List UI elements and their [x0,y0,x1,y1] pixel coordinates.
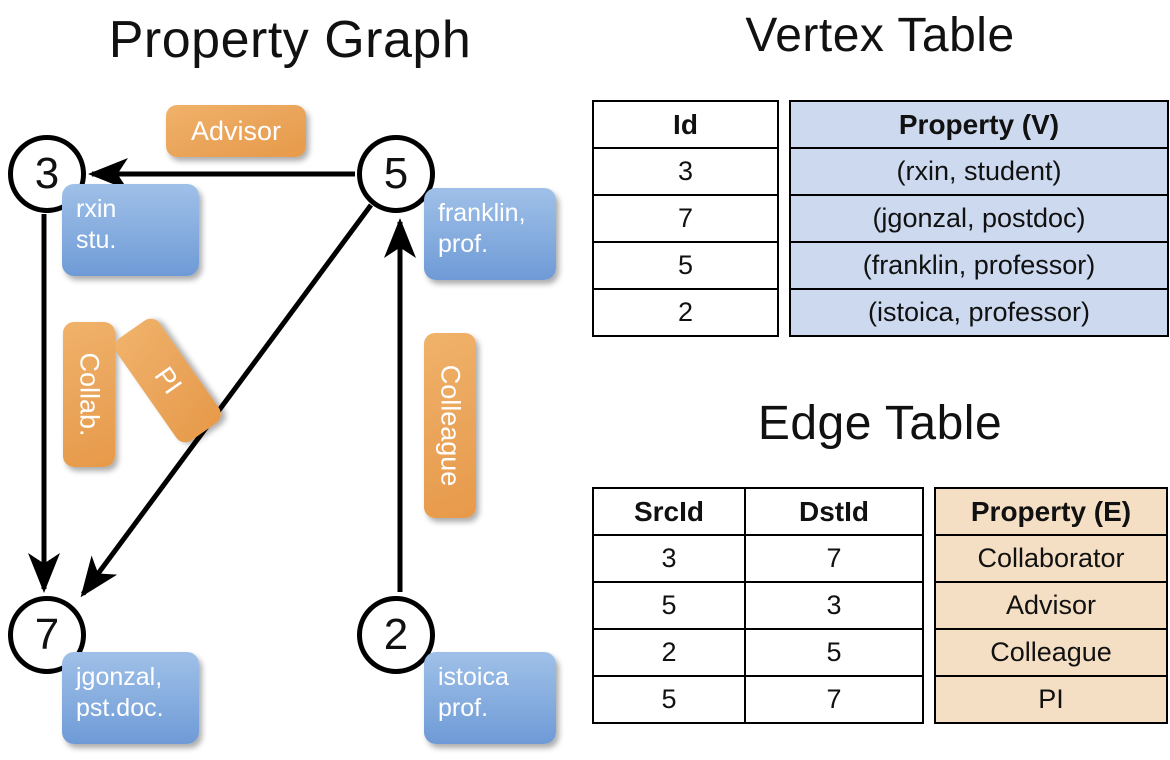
edge-row-0-property: Collaborator [934,534,1168,583]
edge-label-colleague: Colleague [424,333,476,518]
graph-node-7-id: 7 [34,610,60,659]
vertex-label-2-line2: prof. [438,694,489,723]
table-row: 2 (istoica, professor) [592,288,1169,337]
vertex-row-3-gap [778,289,790,336]
vertex-row-0-property: (rxin, student) [789,147,1169,196]
vertex-label-5-line1: franklin, [438,199,526,227]
vertex-row-2-id: 5 [592,241,779,290]
edge-table-header-property: Property (E) [934,487,1168,536]
edge-table-wrapper: SrcId DstId Property (E) 3 7 Collaborato… [592,487,1168,724]
vertex-label-3: rxin stu. [62,184,199,276]
edge-row-2-gap [923,629,935,676]
table-row: 3 7 Collaborator [592,534,1168,583]
edge-row-3-src: 5 [592,675,746,724]
edge-label-pi-text: PI [148,361,189,400]
edge-label-advisor-text: Advisor [190,115,282,146]
vertex-row-1-gap [778,195,790,242]
graph-node-3-id: 3 [34,149,60,198]
edge-row-3-dst: 7 [744,675,924,724]
vertex-table: Id Property (V) 3 (rxin, student) 7 (jgo… [592,100,1169,337]
vertex-row-2-gap [778,242,790,289]
edge-table-header-row: SrcId DstId Property (E) [592,487,1168,536]
vertex-row-1-id: 7 [592,194,779,243]
vertex-table-wrapper: Id Property (V) 3 (rxin, student) 7 (jgo… [592,100,1169,337]
edge-row-0-dst: 7 [744,534,924,583]
vertex-label-7: jgonzal, pst.doc. [62,652,199,744]
edge-row-1-gap [923,582,935,629]
property-graph-diagram: 3 5 7 2 rxin stu. franklin, prof. jgonza… [8,105,556,744]
edge-table-header-dstid: DstId [744,487,924,536]
vertex-row-0-gap [778,148,790,195]
vertex-row-1-property: (jgonzal, postdoc) [789,194,1169,243]
edge-row-1-src: 5 [592,581,746,630]
table-row: 5 (franklin, professor) [592,241,1169,290]
vertex-label-2: istoica prof. [424,652,556,744]
edge-table: SrcId DstId Property (E) 3 7 Collaborato… [592,487,1168,724]
graph-edges-svg [28,158,416,598]
vertex-label-5: franklin, prof. [424,188,556,280]
edge-row-1-dst: 3 [744,581,924,630]
vertex-label-7-line2: pst.doc. [76,694,164,723]
graph-node-2[interactable]: 2 [357,596,435,674]
table-row: 3 (rxin, student) [592,147,1169,196]
page-title-edge-table: Edge Table [757,397,1003,450]
graph-node-5-id: 5 [383,149,409,198]
vertex-row-3-id: 2 [592,288,779,337]
vertex-label-7-line1: jgonzal, [76,663,163,691]
edge-table-header-srcid: SrcId [592,487,746,536]
vertex-row-2-property: (franklin, professor) [789,241,1169,290]
vertex-row-3-property: (istoica, professor) [789,288,1169,337]
vertex-label-3-line2: stu. [76,226,117,255]
vertex-label-2-line1: istoica [438,663,509,691]
edge-row-0-src: 3 [592,534,746,583]
edge-label-advisor: Advisor [166,105,306,157]
table-row: 2 5 Colleague [592,628,1168,677]
edge-row-0-gap [923,535,935,582]
table-row: 5 7 PI [592,675,1168,724]
page-title-vertex-table: Vertex Table [745,9,1015,62]
edge-row-2-dst: 5 [744,628,924,677]
edge-row-1-property: Advisor [934,581,1168,630]
table-row: 5 3 Advisor [592,581,1168,630]
edge-label-colleague-text: Colleague [435,364,466,487]
graph-node-2-id: 2 [383,610,409,659]
vertex-table-header-property: Property (V) [789,100,1169,149]
vertex-row-0-id: 3 [592,147,779,196]
vertex-table-header-id: Id [592,100,779,149]
edge-row-3-gap [923,676,935,723]
edge-label-collab-text: Collab. [74,352,105,437]
edge-row-2-src: 2 [592,628,746,677]
graph-node-5[interactable]: 5 [357,135,435,213]
vertex-label-5-line2: prof. [438,230,489,259]
page-title-property-graph: Property Graph [108,11,472,69]
edge-label-collab: Collab. [63,322,115,467]
edge-row-3-property: PI [934,675,1168,724]
vertex-table-header-gap [778,101,790,148]
vertex-table-header-row: Id Property (V) [592,100,1169,149]
table-row: 7 (jgonzal, postdoc) [592,194,1169,243]
edge-row-2-property: Colleague [934,628,1168,677]
vertex-label-3-line1: rxin [76,195,117,223]
edge-table-header-gap [923,488,935,535]
edge-5-to-7 [80,203,374,598]
